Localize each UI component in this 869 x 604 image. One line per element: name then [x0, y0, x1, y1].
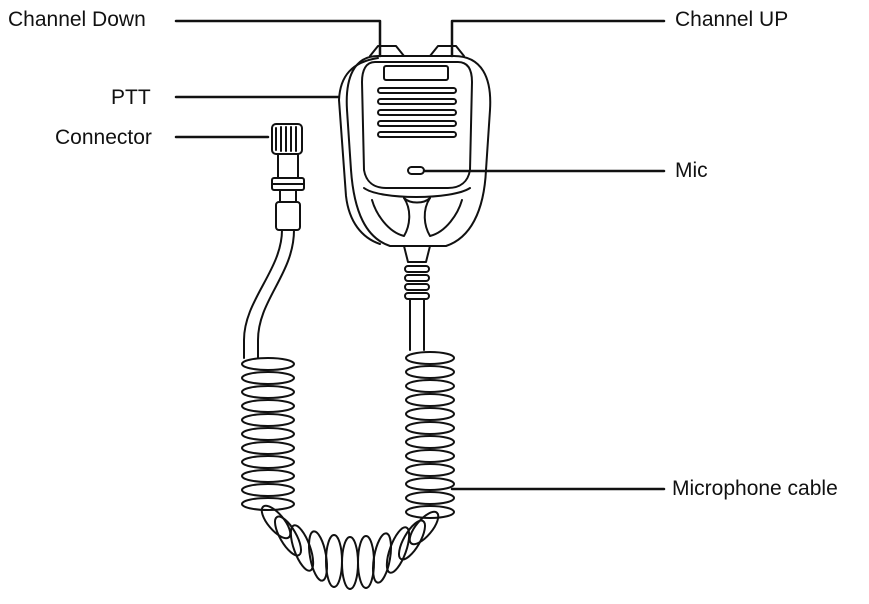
connector-plug	[243, 123, 305, 359]
grip-left	[371, 197, 411, 237]
coil-bottom	[260, 504, 440, 590]
grip-line	[363, 187, 471, 198]
connector-boot	[275, 201, 301, 231]
microphone-body	[338, 45, 492, 351]
coiled-cable	[241, 351, 455, 590]
connector-body	[277, 153, 299, 179]
leader-channel-down	[174, 19, 382, 58]
channel-up-button	[429, 45, 465, 57]
label-ptt: PTT	[111, 86, 151, 109]
coil-left	[241, 357, 295, 511]
label-mic: Mic	[675, 159, 708, 182]
leader-lines	[174, 19, 666, 491]
connector-neck	[279, 189, 297, 203]
mic-outline	[345, 55, 492, 247]
label-channel-up: Channel UP	[675, 8, 789, 31]
mic-hole	[407, 166, 425, 175]
strain-relief-rings	[404, 265, 430, 300]
label-connector: Connector	[55, 126, 152, 149]
strain-relief-top	[403, 245, 431, 263]
label-channel-down: Channel Down	[8, 8, 146, 31]
label-microphone-cable: Microphone cable	[672, 477, 838, 500]
display-window	[383, 65, 449, 81]
coil-right	[405, 351, 455, 519]
mic-side-edge	[338, 57, 381, 245]
grip-center	[403, 197, 431, 204]
connector-cable-outer	[243, 229, 283, 359]
grip-right	[423, 197, 463, 237]
speaker-grille	[377, 87, 457, 138]
leader-channel-up	[450, 19, 666, 58]
mic-front-panel	[361, 61, 473, 189]
channel-down-button	[369, 45, 405, 57]
connector-cable-inner	[257, 229, 295, 359]
